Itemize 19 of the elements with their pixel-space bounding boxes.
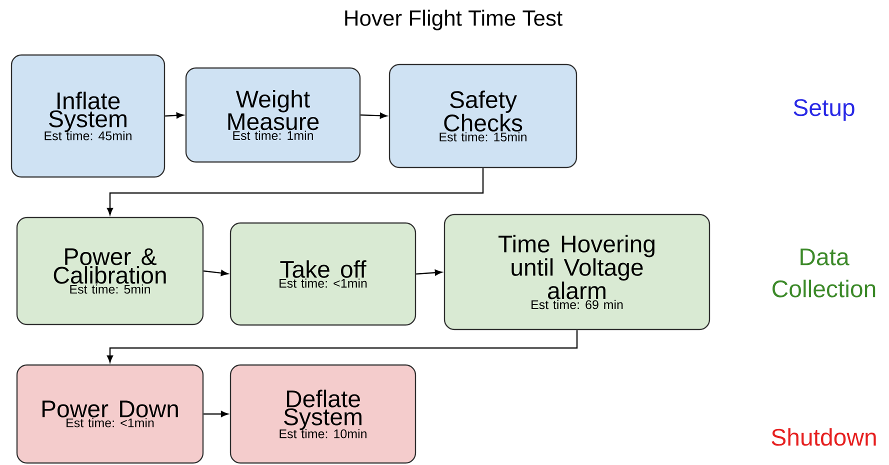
process-box: Take off Est time: <1min <box>230 222 416 326</box>
section-label: Data Collection <box>772 248 876 298</box>
process-box: Inflate System Est time: 45min <box>10 54 166 178</box>
process-box: Time Hovering until Voltage alarm Est time: 69 min <box>444 214 710 330</box>
arrow <box>416 270 442 276</box>
arrow <box>360 112 388 119</box>
section-label: Setup <box>794 99 854 121</box>
process-box: Deflate System Est time: 10min <box>230 364 416 464</box>
arrow <box>106 330 578 363</box>
arrow <box>106 168 484 216</box>
section-label: Shutdown <box>772 428 876 446</box>
title: Hover Flight Time Test <box>345 10 562 30</box>
process-box: Power & Calibration Est time: 5min <box>16 216 204 326</box>
process-box: Power Down Est time: <1min <box>16 364 204 464</box>
arrow <box>204 270 228 276</box>
process-box: Safety Checks Est time: 15min <box>388 64 578 168</box>
arrow <box>204 410 228 418</box>
process-box: Weight Measure Est time: 1min <box>185 67 361 163</box>
arrow <box>165 112 184 118</box>
